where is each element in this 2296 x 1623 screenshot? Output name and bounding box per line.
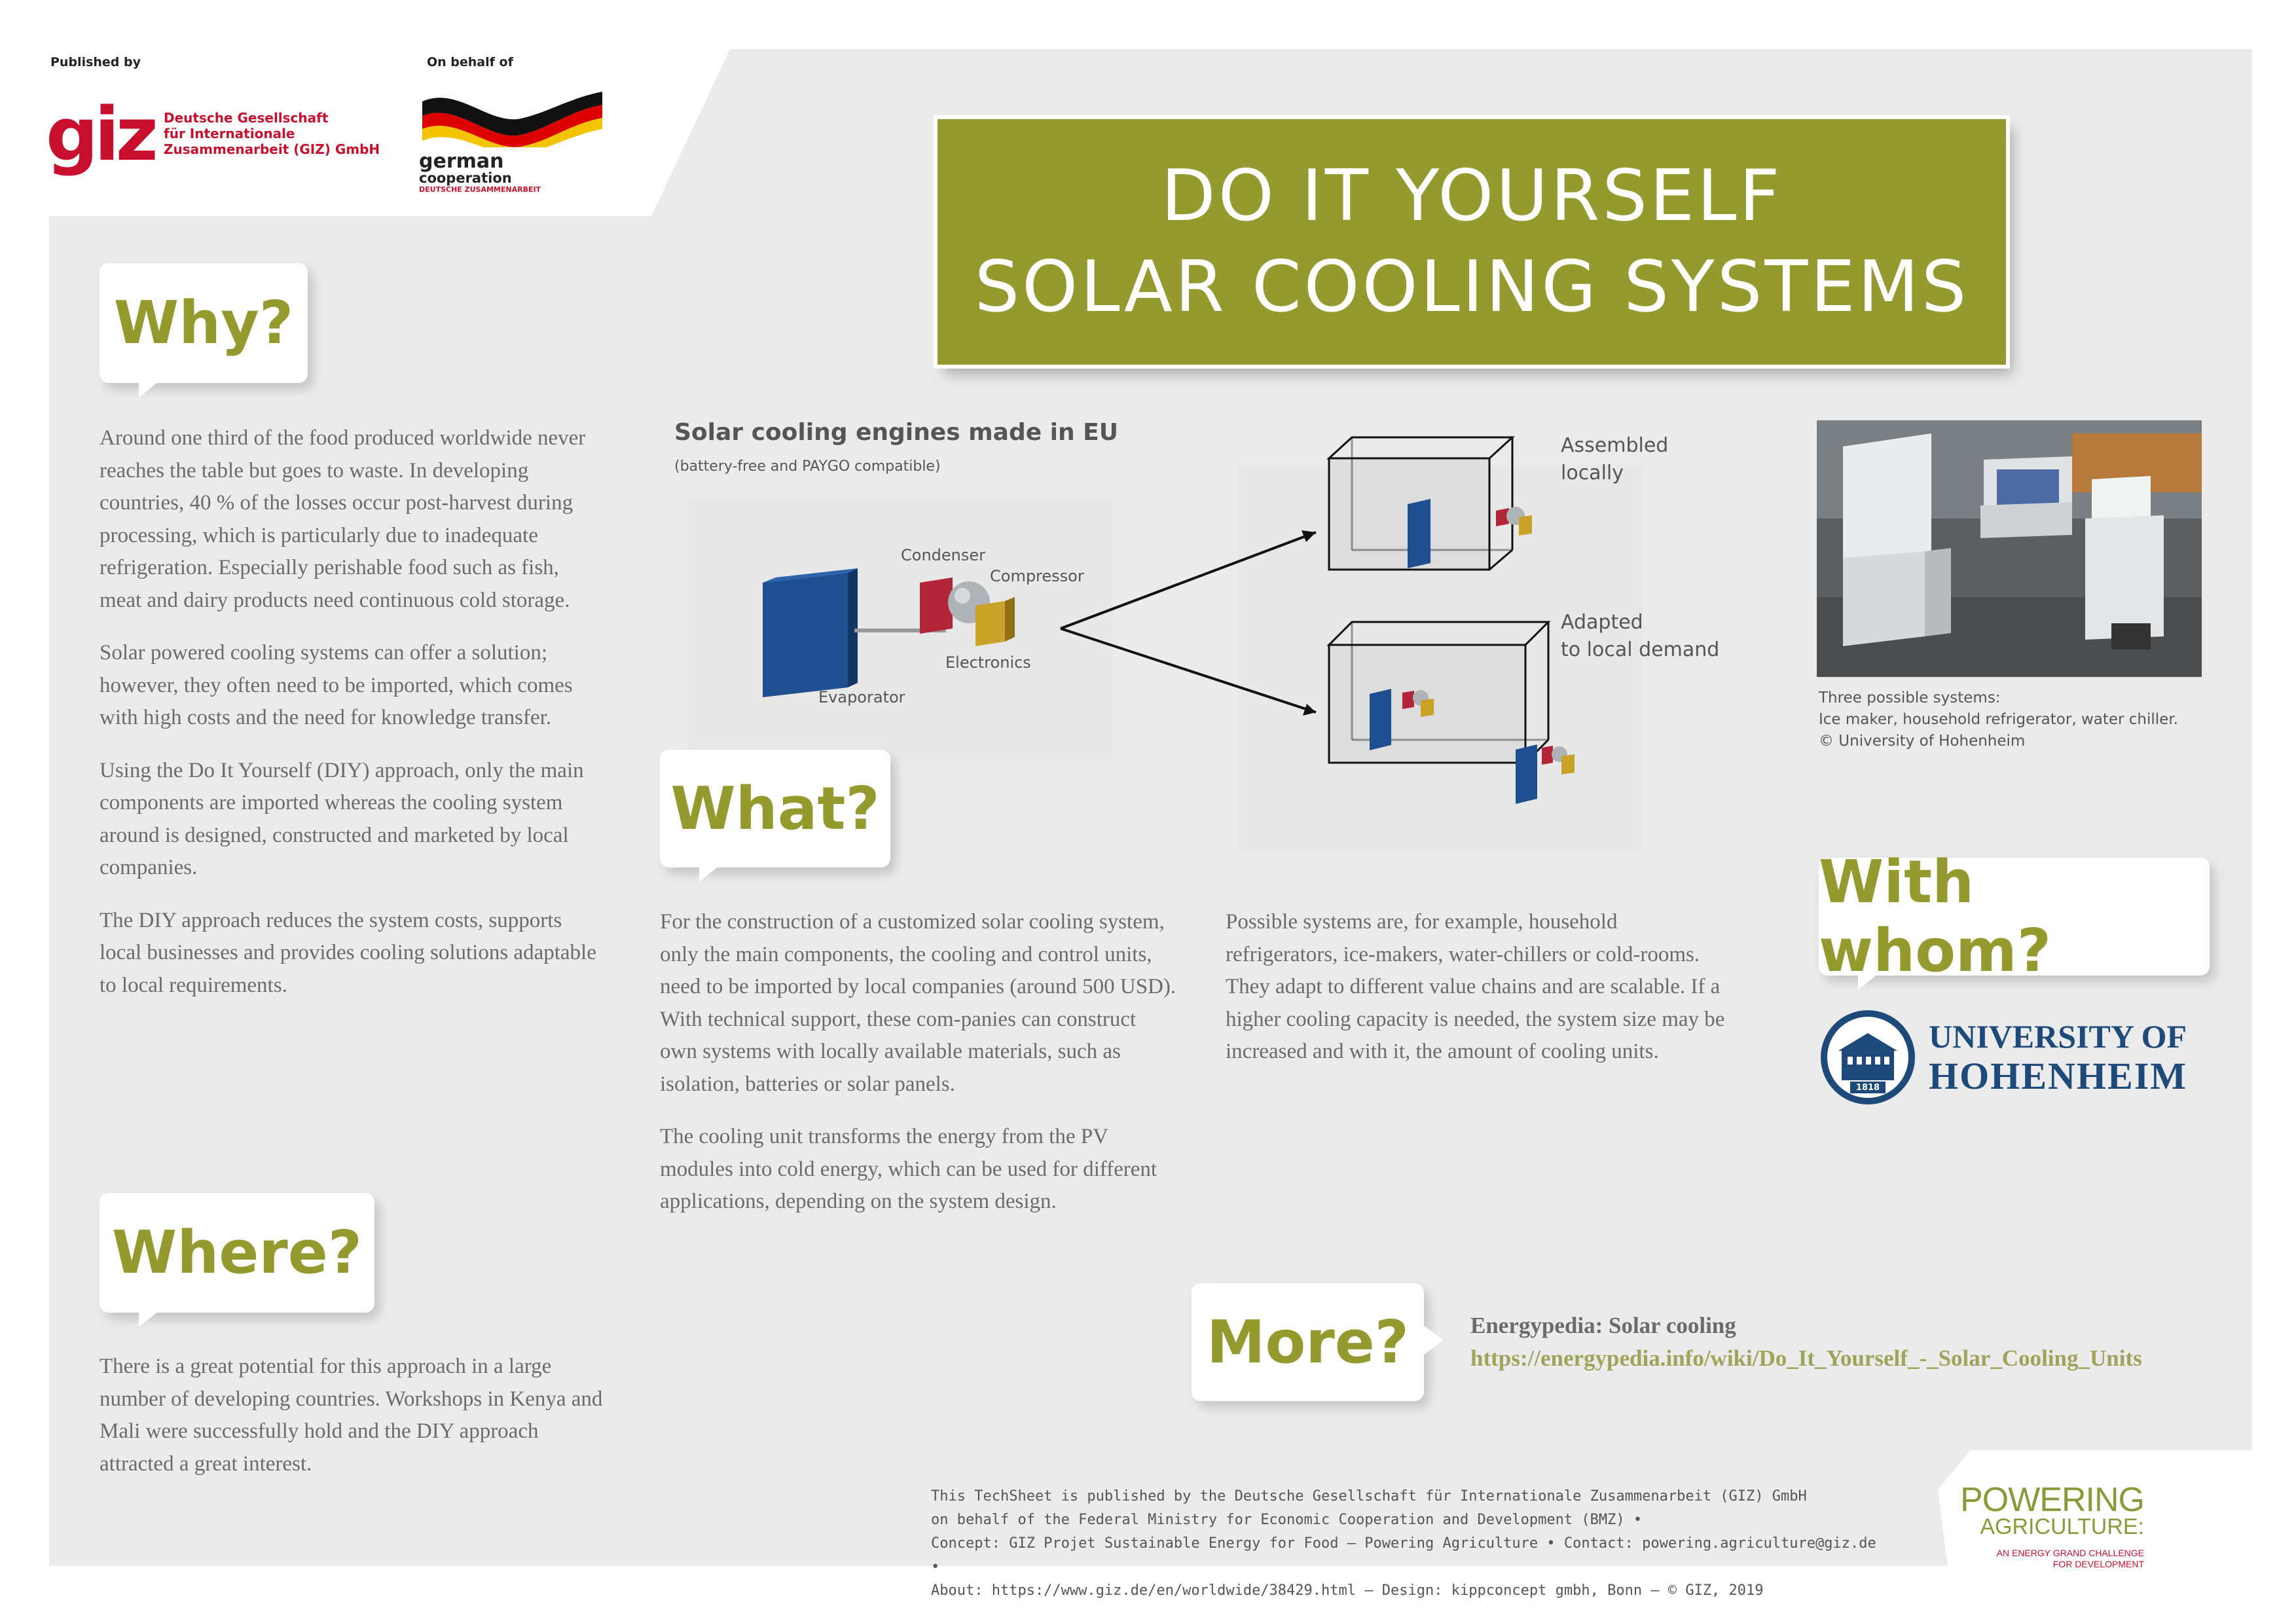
why-text: Around one third of the food produced wo…: [100, 422, 604, 1022]
assembled-label: Assembled locally: [1561, 432, 1668, 487]
giz-name-block: Deutsche Gesellschaft für Internationale…: [164, 110, 380, 157]
why-heading: Why?: [113, 289, 294, 357]
where-heading-bubble: Where?: [100, 1193, 374, 1327]
more-link-title: Energypedia: Solar cooling: [1470, 1313, 1736, 1338]
cooling-engine-diagram: [687, 436, 1643, 851]
more-heading-bubble: More?: [1192, 1283, 1444, 1401]
photo-caption-line: Three possible systems:: [1819, 689, 2001, 706]
evaporator-label: Evaporator: [818, 688, 905, 706]
university-of-hohenheim-logo[interactable]: 1818 UNIVERSITY OF HOHENHEIM: [1819, 1008, 2212, 1113]
systems-photo: [1817, 420, 2202, 677]
university-line-1: UNIVERSITY OF: [1929, 1018, 2187, 1055]
german-flag-wave-icon: [422, 92, 602, 155]
why-heading-bubble: Why?: [100, 263, 308, 397]
footer-line: on behalf of the Federal Ministry for Ec…: [931, 1512, 1643, 1528]
more-link-url[interactable]: https://energypedia.info/wiki/Do_It_Your…: [1470, 1345, 2142, 1371]
hohenheim-seal-year: 1818: [1855, 1083, 1880, 1093]
german-cooperation-logo[interactable]: german cooperation DEUTSCHE ZUSAMMENARBE…: [419, 88, 609, 200]
what-paragraph: For the construction of a customized sol…: [660, 910, 1176, 1096]
photo-caption: Three possible systems: Ice maker, house…: [1819, 687, 2178, 752]
more-heading: More?: [1206, 1307, 1410, 1377]
assembled-label-line: Assembled: [1561, 434, 1669, 457]
compressor-label: Compressor: [990, 567, 1084, 585]
why-paragraph: Solar powered cooling systems can offer …: [100, 641, 573, 729]
gc-german-text: german: [419, 150, 504, 173]
assembled-label-line: locally: [1561, 462, 1624, 484]
pa-line-2: AGRICULTURE:: [1980, 1514, 2144, 1539]
giz-name-line: für Internationale: [164, 126, 295, 141]
footer-line: This TechSheet is published by the Deuts…: [931, 1488, 1807, 1504]
footer-text: This TechSheet is published by the Deuts…: [931, 1485, 1880, 1603]
what-heading: What?: [670, 774, 880, 843]
why-paragraph: Around one third of the food produced wo…: [100, 426, 586, 612]
bubble-pointer-right-icon: [1421, 1324, 1444, 1357]
giz-logo[interactable]: giz: [46, 92, 158, 177]
electronics-label: Electronics: [945, 653, 1031, 672]
where-heading: Where?: [111, 1218, 363, 1287]
title-line-1: DO IT YOURSELF: [1161, 155, 1783, 238]
adapted-label-line: to local demand: [1561, 638, 1720, 661]
why-paragraph: The DIY approach reduces the system cost…: [100, 908, 596, 997]
photo-caption-line: Ice maker, household refrigerator, water…: [1819, 711, 2178, 728]
giz-logo-mark: giz: [46, 92, 158, 177]
hohenheim-seal-icon: [1821, 1010, 1915, 1104]
what-paragraph: Possible systems are, for example, house…: [1226, 910, 1725, 1063]
adapted-label-line: Adapted: [1561, 611, 1643, 634]
photo-caption-line: © University of Hohenheim: [1819, 733, 2026, 750]
footer-line: Concept: GIZ Projet Sustainable Energy f…: [931, 1535, 1876, 1575]
title-box: DO IT YOURSELF SOLAR COOLING SYSTEMS: [938, 119, 2006, 365]
giz-name-line: Zusammenarbeit (GIZ) GmbH: [164, 141, 380, 157]
published-by-label: Published by: [50, 55, 141, 69]
adapted-label: Adapted to local demand: [1561, 609, 1719, 664]
where-paragraph: There is a great potential for this appr…: [100, 1355, 603, 1476]
what-heading-bubble: What?: [660, 750, 890, 882]
gc-cooperation-text: cooperation: [419, 170, 512, 186]
diagram-subtitle: (battery-free and PAYGO compatible): [674, 458, 941, 475]
diagram-title: Solar cooling engines made in EU: [674, 419, 1119, 446]
footer-line: About: https://www.giz.de/en/worldwide/3…: [931, 1582, 1764, 1599]
with-whom-heading-bubble: With whom?: [1819, 848, 2210, 990]
pa-line-4: FOR DEVELOPMENT: [2052, 1559, 2144, 1569]
what-text-column-1: For the construction of a customized sol…: [660, 906, 1177, 1239]
where-text: There is a great potential for this appr…: [100, 1351, 604, 1501]
on-behalf-of-label: On behalf of: [427, 55, 513, 69]
with-whom-heading: With whom?: [1819, 848, 2052, 985]
gc-sub-text: DEUTSCHE ZUSAMMENARBEIT: [419, 185, 541, 194]
why-paragraph: Using the Do It Yourself (DIY) approach,…: [100, 758, 584, 880]
what-paragraph: The cooling unit transforms the energy f…: [660, 1125, 1157, 1213]
what-text-column-2: Possible systems are, for example, house…: [1226, 906, 1730, 1089]
pa-line-1: POWERING: [1960, 1481, 2145, 1519]
powering-agriculture-logo[interactable]: POWERING AGRICULTURE: AN ENERGY GRAND CH…: [1954, 1481, 2145, 1570]
giz-name-line: Deutsche Gesellschaft: [164, 110, 329, 126]
title-line-2: SOLAR COOLING SYSTEMS: [974, 246, 1969, 328]
pa-line-3: AN ENERGY GRAND CHALLENGE: [1996, 1548, 2144, 1558]
condenser-label: Condenser: [901, 546, 985, 564]
university-line-2: HOHENHEIM: [1929, 1055, 2188, 1097]
